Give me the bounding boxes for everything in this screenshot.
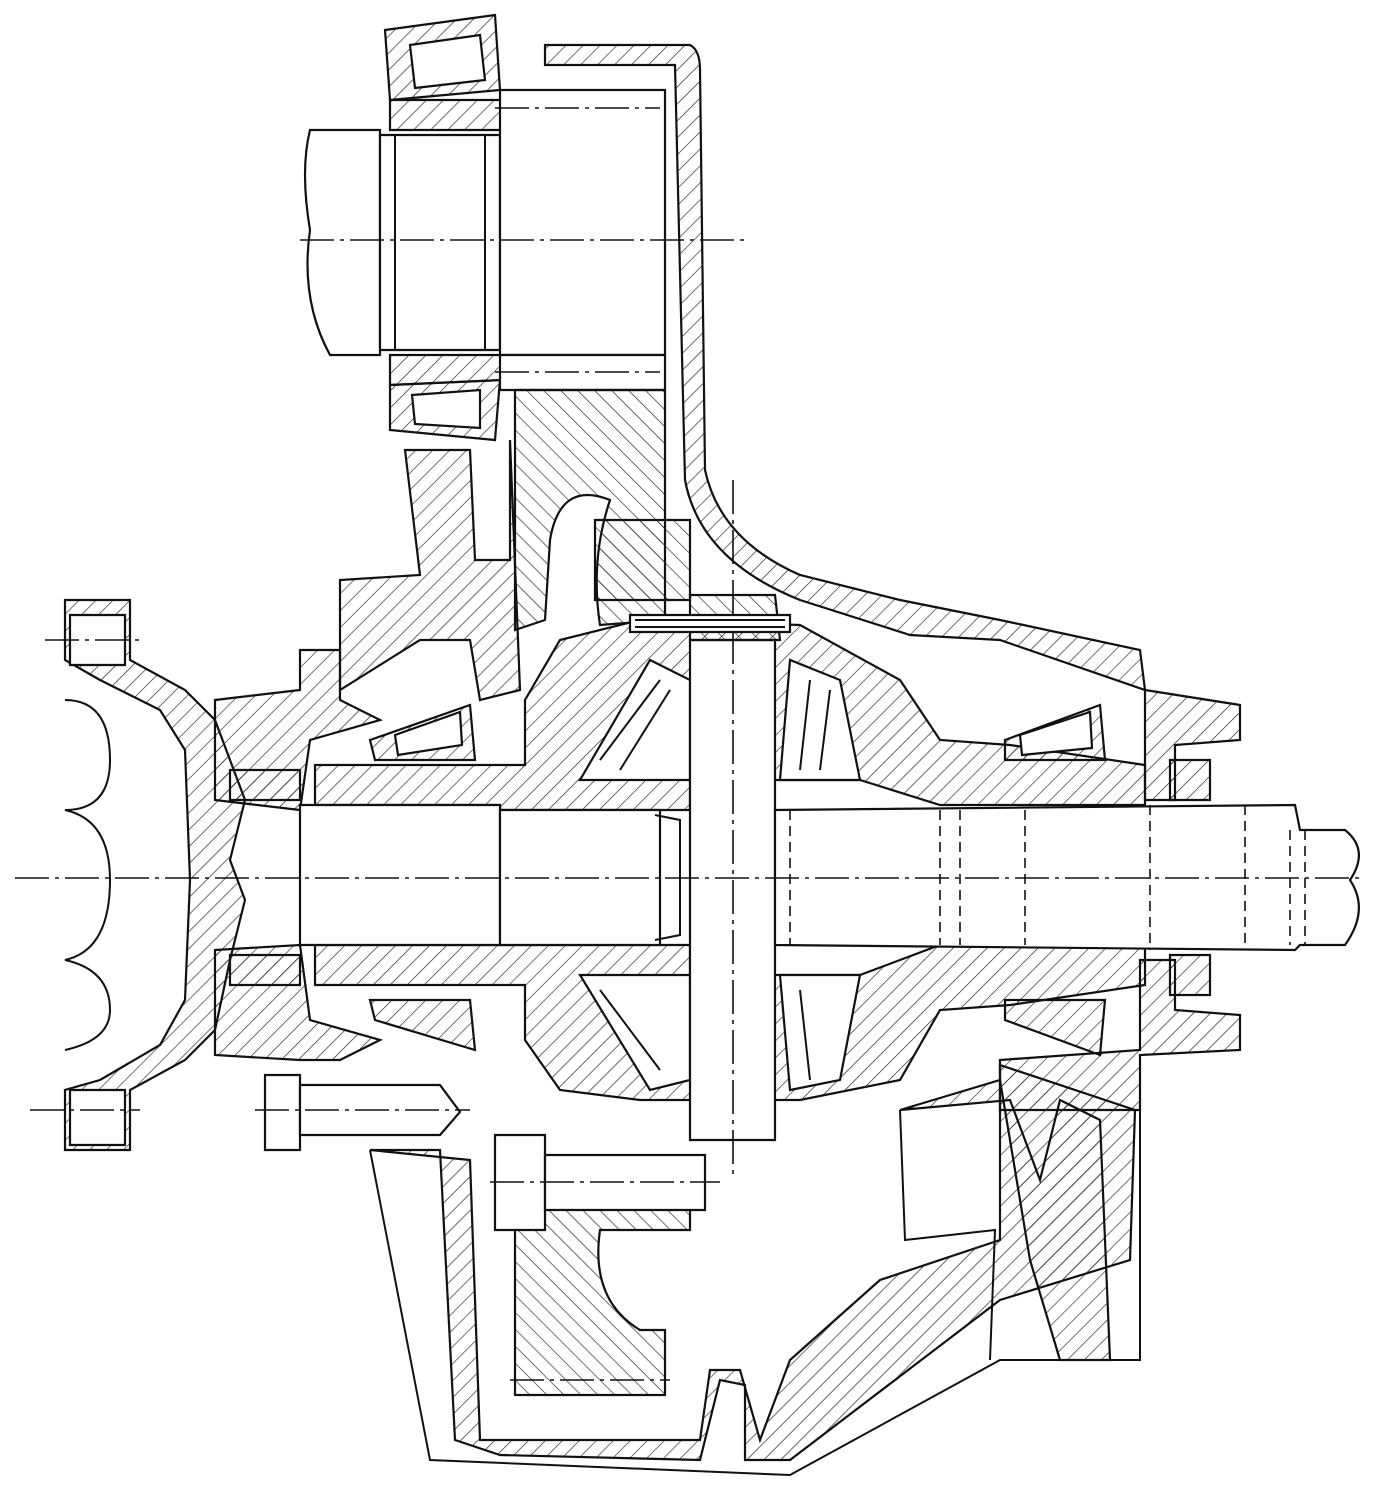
drive-flange xyxy=(30,598,247,1152)
axle-bore xyxy=(298,803,681,947)
ring-gear xyxy=(510,388,692,1397)
bolts xyxy=(255,1073,720,1232)
side-gears xyxy=(578,658,862,1092)
pinion-bearing-bottom xyxy=(388,353,507,442)
bearing-carrier-left xyxy=(338,439,522,702)
pinion-shaft xyxy=(300,88,750,392)
housing xyxy=(369,43,1242,1477)
left-bearing-housing xyxy=(213,648,384,1062)
cross-pin xyxy=(628,480,792,1180)
pinion-bearing-top xyxy=(383,13,507,132)
carrier-bearings xyxy=(368,703,1107,1057)
